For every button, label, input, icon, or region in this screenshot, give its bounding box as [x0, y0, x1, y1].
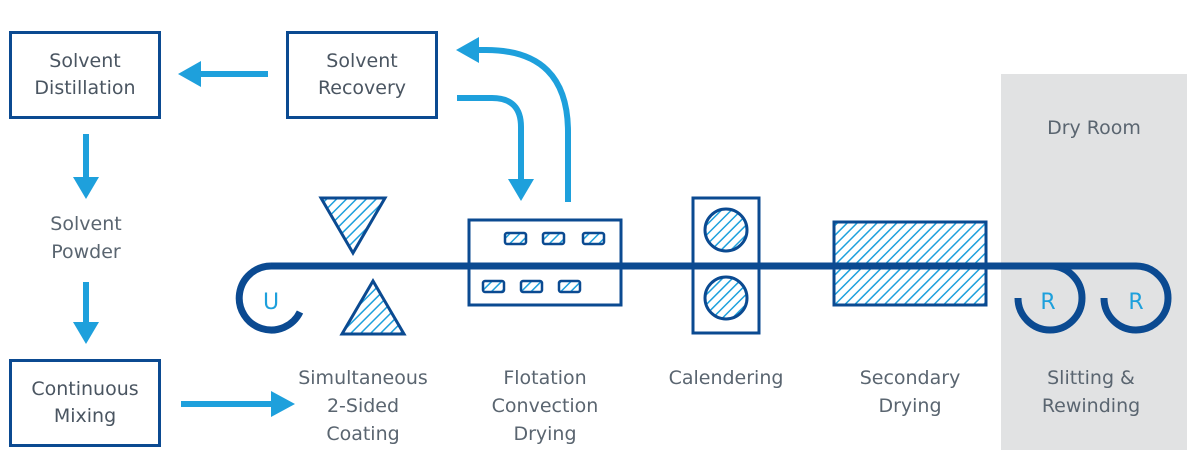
box-line: Solvent [49, 50, 121, 72]
label-line: Dry Room [1047, 117, 1141, 139]
rewind-roller-1-icon [1014, 262, 1086, 334]
flotation-label: Flotation Convection Drying [467, 364, 623, 448]
coating-label: Simultaneous 2-Sided Coating [283, 364, 443, 448]
box-line: Continuous [31, 378, 139, 400]
label-line: Secondary [859, 367, 961, 389]
solvent-powder-label: Solvent Powder [26, 210, 146, 266]
nozzle-icon [557, 279, 582, 294]
label-line: Drying [878, 395, 942, 417]
coating-triangle-top [318, 196, 388, 256]
box-line: Solvent [326, 50, 398, 72]
unwind-roller-label: U [263, 290, 279, 315]
arrowhead-down [73, 177, 99, 199]
nozzle-icon [581, 231, 606, 246]
unwind-roller-icon [235, 262, 304, 334]
dry-room-label: Dry Room [1001, 114, 1187, 142]
arrowhead-left [456, 37, 479, 63]
label-line: Convection [491, 395, 599, 417]
label-line: Drying [513, 423, 577, 445]
box-line: Mixing [53, 405, 117, 427]
label-line: Calendering [668, 367, 784, 389]
label-line: Flotation [503, 367, 587, 389]
label-line: Powder [51, 241, 121, 263]
arrow-drying-to-recovery [475, 47, 571, 202]
arrowhead-right [271, 391, 295, 417]
coating-triangle-bottom [339, 278, 407, 336]
continuous-mixing-box: Continuous Mixing [9, 359, 161, 447]
nozzle-icon [519, 279, 544, 294]
calender-roll-top-icon [703, 207, 749, 253]
arrowhead-down [508, 179, 534, 201]
solvent-recovery-box: Solvent Recovery [286, 31, 438, 119]
box-line: Distillation [34, 77, 136, 99]
arrowhead-down [73, 322, 99, 344]
label-line: Slitting & [1047, 367, 1135, 389]
label-line: Rewinding [1041, 395, 1141, 417]
calendering-label: Calendering [651, 364, 801, 392]
nozzle-icon [481, 279, 506, 294]
nozzle-icon [503, 231, 528, 246]
nozzle-icon [541, 231, 566, 246]
label-line: Solvent [50, 213, 122, 235]
web-path-top [271, 262, 1172, 334]
flow-arrows [83, 47, 571, 407]
secondary-drying-label: Secondary Drying [834, 364, 986, 420]
arrow-heads [73, 37, 534, 417]
rewind-roller-2-label: R [1128, 290, 1143, 315]
arrowhead-left [178, 61, 201, 87]
label-line: Simultaneous [298, 367, 428, 389]
slitting-rewinding-label: Slitting & Rewinding [1001, 364, 1181, 420]
calender-roll-bottom-icon [703, 275, 749, 321]
flotation-nozzles [481, 231, 606, 294]
rewind-roller-1-label: R [1040, 290, 1055, 315]
label-line: Coating [326, 423, 400, 445]
dry-room-zone [1001, 74, 1187, 450]
solvent-distillation-box: Solvent Distillation [9, 31, 161, 119]
box-line: Recovery [317, 77, 407, 99]
label-line: 2-Sided [326, 395, 400, 417]
arrow-recovery-to-drying [457, 95, 524, 184]
